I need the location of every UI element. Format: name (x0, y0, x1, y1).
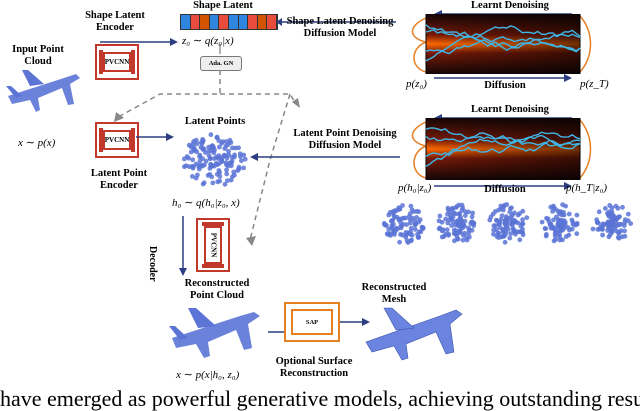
noise-blob-icon (381, 203, 426, 245)
encoder-to-latent-arrow (100, 38, 178, 46)
right-density-curve (579, 15, 592, 73)
ph0-label: p(h₀|z₀) (398, 182, 432, 194)
diffusion-arrow-bottom (434, 182, 572, 190)
reconstructed-math: x ∼ p(x|h₀, z₀) (176, 369, 240, 381)
latent-cell (200, 15, 210, 29)
decoder-arrow (179, 216, 187, 276)
to-latent-ddm-arrow (250, 153, 400, 161)
airplane-mesh-icon (365, 307, 463, 361)
noise-blob-icon (539, 202, 580, 244)
reconstructed-mesh-label: Reconstructed Mesh (361, 282, 427, 306)
trajectory (425, 127, 581, 147)
latent-cell (238, 15, 249, 29)
shape-latent-math: z₀ ∼ q(z₀|x) (182, 35, 234, 47)
learnt-denoising-top: Learnt Denoising (471, 0, 549, 11)
reconstructed-airplane-icon (169, 308, 260, 358)
decoder-label: Decoder (147, 246, 158, 282)
pvcnn-shape-encoder: PVCNN (95, 44, 139, 80)
input-point-cloud-label: Input Point Cloud (12, 44, 64, 68)
pvcnn-latent-encoder: PVCNN (95, 122, 139, 158)
latent-to-ddm-arrow (276, 18, 396, 26)
heatmap-top (411, 14, 592, 74)
latent-points-math: h₀ ∼ q(h₀|z₀, x) (172, 197, 240, 209)
heatmap-bottom (411, 118, 592, 180)
left-density-curve (411, 121, 429, 179)
noise-blob-icon (487, 202, 530, 245)
latent-cell (190, 15, 201, 29)
to-latent-points-arrow (136, 133, 174, 141)
footer-text: have emerged as powerful generative mode… (0, 386, 640, 411)
sap-box: SAP (284, 302, 340, 342)
diffusion-bottom-label: Diffusion (484, 184, 526, 195)
latent-cell (219, 15, 229, 29)
latent-point-encoder-label: Latent Point Encoder (90, 168, 148, 192)
trajectory (425, 131, 581, 167)
trajectory (425, 139, 581, 158)
noise-progression (381, 202, 634, 245)
input-math: x ∼ p(x) (18, 137, 56, 149)
latent-cell (257, 15, 268, 29)
pz0-label: p(z₀) (406, 78, 427, 90)
shape-latent-label: Shape Latent (193, 0, 253, 11)
phT-label: p(h_T|z₀) (566, 182, 608, 194)
reconstructed-point-cloud-label: Reconstructed Point Cloud (184, 278, 250, 302)
trajectory (425, 39, 581, 55)
right-density-curve (579, 119, 592, 179)
latent-cell (209, 15, 220, 29)
latent-cell (181, 15, 191, 29)
diffusion-top-label: Diffusion (484, 80, 526, 91)
learnt-denoising-bottom: Learnt Denoising (471, 104, 549, 115)
sap-to-mesh-arrow (340, 318, 370, 326)
input-airplane-icon (6, 70, 80, 112)
shape-latent-vector (180, 14, 278, 30)
latent-cell (248, 15, 258, 29)
latent-point-blob-icon (181, 132, 248, 187)
ada-gn-box: Ada. GN (200, 56, 242, 71)
trajectory (425, 25, 581, 62)
shape-latent-encoder-label: Shape Latent Encoder (85, 10, 145, 34)
latent-to-adagn-arrow (219, 44, 221, 54)
optional-surface-label: Optional Surface Reconstruction (275, 356, 353, 380)
latent-points-label: Latent Points (184, 116, 246, 127)
latent-cell (228, 15, 239, 29)
dashed-connections (114, 70, 300, 246)
noise-blob-icon (436, 202, 477, 244)
trajectory (425, 132, 581, 150)
noise-blob-icon (590, 203, 634, 241)
diffusion-arrow-top (434, 74, 572, 82)
pzT-label: p(z_T) (580, 78, 609, 90)
shape-latent-ddm-label: Shape Latent Denoising Diffusion Model (286, 16, 394, 40)
pvcnn-decoder: PVCNN (196, 218, 230, 272)
trajectory (425, 24, 581, 43)
latent-point-ddm-label: Latent Point Denoising Diffusion Model (293, 128, 397, 152)
